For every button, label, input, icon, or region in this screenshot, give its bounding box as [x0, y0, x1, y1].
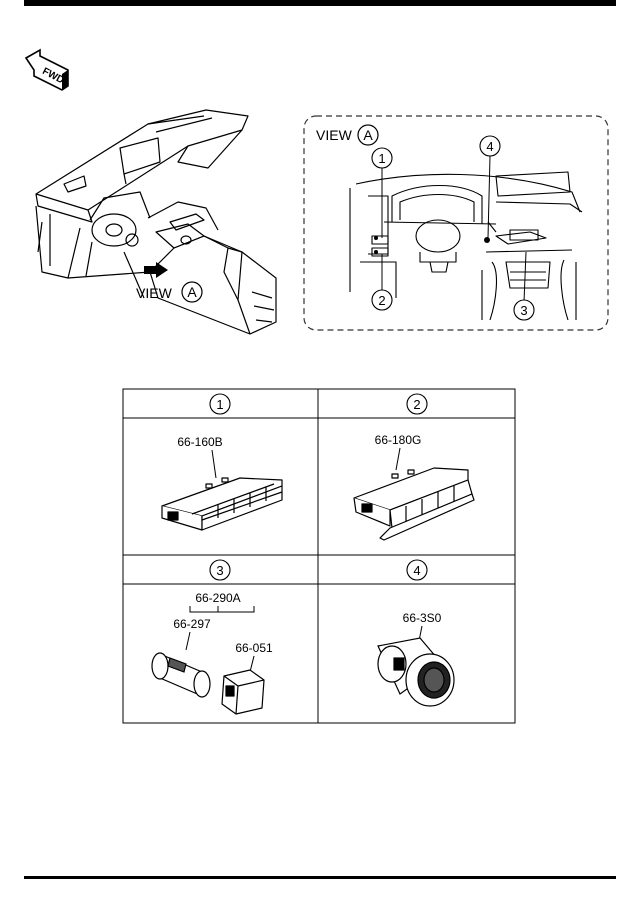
switch-panel-2-illustration	[353, 467, 475, 541]
connector-cylinder-illustration	[151, 652, 211, 698]
part-number-66-297: 66-297	[173, 617, 211, 631]
part-number-66-290A: 66-290A	[195, 591, 240, 605]
callout-4: 4	[479, 135, 501, 157]
detail-view-letter-circle	[357, 124, 379, 146]
svg-text:3: 3	[216, 563, 223, 578]
push-button-illustration	[377, 637, 455, 707]
part-number-66-160B: 66-160B	[177, 435, 222, 449]
table-header-3: 3	[209, 559, 231, 581]
callout-2: 2	[371, 289, 393, 311]
svg-text:2: 2	[413, 397, 420, 412]
connector-block-illustration	[221, 669, 265, 715]
detail-view-letter: A	[363, 127, 373, 143]
switch-panel-1-illustration	[161, 477, 283, 531]
part-number-66-051: 66-051	[235, 641, 273, 655]
view-a-dashed-frame	[303, 115, 609, 331]
detail-view-label: VIEW	[316, 127, 353, 143]
push-button-marker	[484, 237, 490, 243]
callout-1: 1	[371, 147, 393, 169]
part-number-66-180G: 66-180G	[375, 433, 422, 447]
svg-text:1: 1	[216, 397, 223, 412]
callout-3: 3	[513, 299, 535, 321]
view-a-detail-drawing: VIEW A	[303, 115, 609, 331]
table-header-4: 4	[406, 559, 428, 581]
table-header-1: 1	[209, 393, 231, 415]
svg-text:1: 1	[378, 151, 385, 166]
overview-view-letter: A	[187, 284, 197, 300]
overview-view-letter-circle	[181, 281, 203, 303]
table-header-2: 2	[406, 393, 428, 415]
top-border-bar	[24, 0, 616, 6]
fwd-arrow-icon: FWD	[24, 48, 69, 91]
part-number-66-3S0: 66-3S0	[403, 611, 442, 625]
svg-text:3: 3	[520, 303, 527, 318]
svg-text:2: 2	[378, 293, 385, 308]
parts-table: 1 2 3 4 66-160B 66-180G	[122, 388, 516, 724]
overview-view-label: VIEW	[136, 285, 173, 301]
svg-text:4: 4	[486, 139, 493, 154]
dashboard-overview-drawing: VIEW A	[35, 109, 277, 335]
svg-text:4: 4	[413, 563, 420, 578]
bottom-border-bar	[24, 876, 616, 879]
